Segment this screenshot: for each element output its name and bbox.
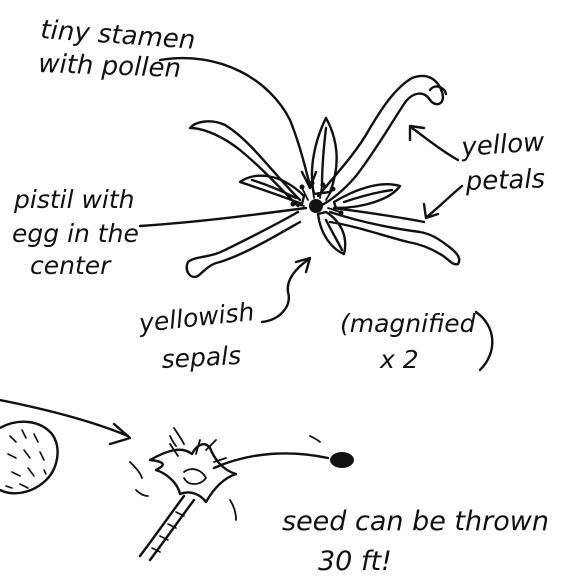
- flung-seed: [330, 452, 354, 468]
- label-sepals-line1: yellowish: [137, 297, 256, 338]
- pollen-dot-4: [331, 187, 336, 192]
- label-seed-line2: 30 ft!: [318, 546, 392, 577]
- pollen-dot-5: [291, 202, 296, 207]
- petal-lower-right: [330, 212, 459, 264]
- pollen-dot-6: [339, 211, 344, 216]
- seed-trajectory: [214, 453, 328, 468]
- label-sepals-line2: sepals: [161, 341, 242, 374]
- label-pistil-line3: center: [30, 251, 112, 280]
- petal-right-strand: [334, 208, 424, 222]
- pollen-dot-3: [321, 183, 326, 188]
- petals-pointer-lower-arrowhead: [424, 204, 438, 218]
- petal-curl: [430, 87, 446, 94]
- label-yellow-petals-line2: petals: [464, 164, 545, 197]
- pistil-pointer-line: [140, 208, 306, 226]
- seed-arrow-line: [0, 400, 128, 436]
- pistil-center: [309, 199, 323, 213]
- label-magnified-line2: x 2: [379, 345, 419, 374]
- magnified-flower: [187, 76, 460, 277]
- label-stamen-line2: with pollen: [38, 49, 182, 84]
- stamen-pointer-line: [160, 58, 310, 186]
- magnified-bracket: [476, 312, 492, 370]
- pollen-dot-1: [300, 185, 305, 190]
- seed-speed-lines: [310, 436, 320, 442]
- motion-marks: [130, 428, 236, 520]
- sepal-top-vein: [322, 128, 326, 186]
- burst-capsule-inner: [184, 469, 206, 484]
- label-seed-line1: seed can be thrown: [282, 506, 549, 537]
- petal-lower-left: [187, 212, 300, 277]
- petals-pointer-lower: [428, 186, 462, 216]
- burst-capsule: [150, 444, 236, 502]
- sepals-pointer-line: [262, 260, 308, 322]
- label-yellow-petals-line1: yellow: [459, 127, 546, 163]
- burst-capsule-spikes: [170, 440, 226, 462]
- label-pistil-line1: pistil with: [13, 185, 135, 214]
- plant-stem: [140, 496, 194, 560]
- label-magnified-line1: (magnified: [340, 309, 476, 338]
- seed-pod-texture: [6, 430, 46, 488]
- petal-upper-right: [318, 76, 443, 206]
- petals-pointer-upper: [412, 128, 458, 160]
- label-pistil-line2: egg in the: [12, 219, 139, 248]
